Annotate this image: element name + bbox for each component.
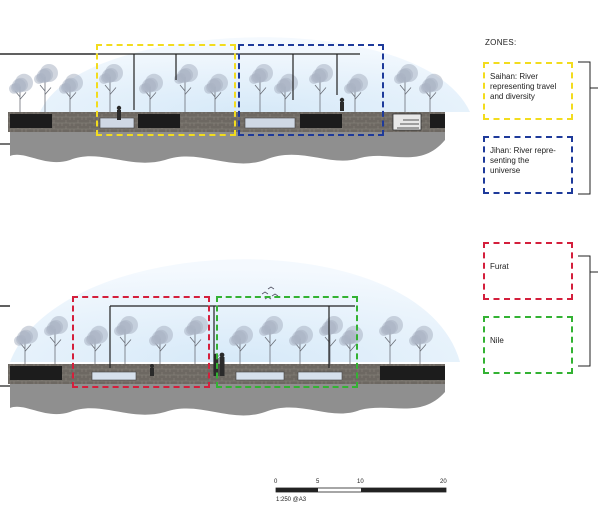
planter-wall	[430, 114, 445, 128]
tree-canopy	[254, 68, 268, 82]
tree-canopy	[349, 77, 363, 92]
legend-text-saihan: Saihan: River representing travel and di…	[490, 72, 557, 101]
leader-lines	[0, 305, 355, 372]
tree-canopy	[104, 68, 118, 82]
planter-wall	[10, 114, 52, 128]
legend-title: ZONES:	[485, 38, 517, 47]
leader-lines	[0, 53, 360, 110]
tree-canopy	[209, 77, 223, 92]
tree-row	[9, 64, 443, 112]
scale-caption: 1:250 @A3	[276, 497, 307, 503]
planter-wall	[380, 366, 445, 380]
zone-jihan-box	[238, 44, 384, 136]
section-1	[0, 37, 470, 164]
tree-canopy	[294, 329, 308, 344]
tree-canopy	[49, 320, 63, 334]
legend-text-jihan: Jihan: River repre-senting the universe	[490, 146, 556, 175]
zone-nile-box	[216, 296, 358, 388]
legend-box-jihan	[483, 136, 573, 194]
water-channel	[235, 371, 285, 381]
legend-box-furat	[483, 242, 573, 300]
tree-canopy	[19, 329, 33, 344]
tree-canopy	[399, 68, 413, 82]
tree-canopy	[189, 320, 203, 334]
legend-box-saihan	[483, 62, 573, 120]
tree-canopy	[314, 68, 328, 82]
tree-canopy	[154, 329, 168, 344]
legend-text-furat: Furat	[490, 262, 509, 271]
steps	[392, 113, 422, 131]
tree-canopy	[64, 77, 78, 92]
scale-tick-5: 5	[316, 479, 320, 485]
tree-canopy	[324, 320, 338, 334]
tree-canopy	[14, 77, 28, 92]
tree-canopy	[414, 329, 428, 344]
legend-box-nile	[483, 316, 573, 374]
water-channel	[91, 371, 137, 381]
tree-canopy	[344, 329, 358, 344]
zone-furat-box	[72, 296, 210, 388]
tree-canopy	[264, 320, 278, 334]
tree-canopy	[179, 68, 193, 82]
figure	[116, 97, 345, 120]
water-channel	[297, 371, 343, 381]
planter-wall	[300, 114, 342, 128]
scale-tick-0: 0	[274, 479, 278, 485]
tree-canopy	[144, 77, 158, 92]
ground-mound	[10, 382, 445, 416]
tree-canopy	[279, 77, 293, 92]
tree-canopy	[424, 77, 438, 92]
planter-wall	[138, 114, 180, 128]
scale-tick-20: 20	[440, 479, 447, 485]
ground-mound	[10, 130, 445, 164]
tree-canopy	[234, 329, 248, 344]
tree-row	[14, 316, 433, 364]
tree-canopy	[384, 320, 398, 334]
water-channel	[244, 117, 296, 129]
tree-canopy	[39, 68, 53, 82]
legend-text-nile: Nile	[490, 336, 504, 345]
tree-canopy	[119, 320, 133, 334]
section-2	[0, 259, 460, 416]
scale-tick-10: 10	[357, 479, 364, 485]
zone-saihan-box	[96, 44, 236, 136]
scale-bar	[275, 487, 447, 493]
tree-canopy	[89, 329, 103, 344]
planter-wall	[10, 366, 62, 380]
